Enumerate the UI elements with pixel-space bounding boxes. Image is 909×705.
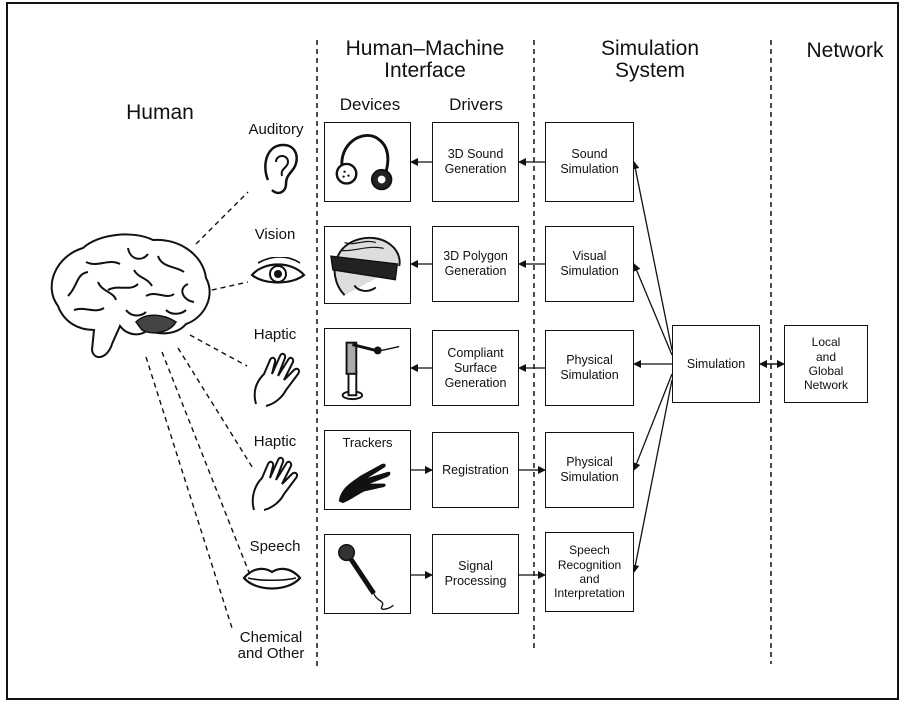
hand-icon-haptic-1	[248, 350, 308, 410]
sim-physical-2: Physical Simulation	[545, 432, 634, 508]
hub-to-soundsim	[631, 161, 673, 351]
device-headphones	[324, 122, 411, 202]
eye-icon	[248, 257, 308, 291]
network-box: Local and Global Network	[784, 325, 868, 403]
driver-signal-processing: Signal Processing	[432, 534, 519, 614]
subheader-devices: Devices	[339, 95, 401, 114]
sim-speech: Speech Recognition and Interpretation	[545, 532, 634, 612]
mouth-icon	[240, 562, 304, 596]
sim-physical-1: Physical Simulation	[545, 330, 634, 406]
simulation-hub: Simulation	[672, 325, 760, 403]
column-simulation-system: Simulation System	[600, 37, 700, 83]
sim-sound: Sound Simulation	[545, 122, 634, 202]
sim-visual: Visual Simulation	[545, 226, 634, 302]
brain-to-haptic2	[177, 347, 255, 471]
sense-haptic-2: Haptic	[253, 433, 297, 450]
ear-icon	[258, 140, 302, 198]
sense-chemical: Chemical and Other	[237, 629, 305, 662]
brain-to-chemical	[145, 356, 233, 629]
sense-vision: Vision	[254, 226, 296, 243]
driver-3d-polygon: 3D Polygon Generation	[432, 226, 519, 302]
hub-to-visualsim	[633, 263, 673, 356]
sense-speech: Speech	[249, 538, 301, 555]
device-hmd	[324, 226, 411, 304]
brain-to-haptic1	[189, 334, 248, 367]
subheader-drivers: Drivers	[449, 95, 503, 114]
trackers-label: Trackers	[342, 435, 393, 450]
brain-to-vision	[202, 281, 249, 293]
column-hmi: Human–Machine Interface	[345, 37, 505, 83]
column-network: Network	[806, 39, 884, 62]
column-human: Human	[126, 101, 194, 124]
hub-to-speechsim	[631, 379, 673, 573]
driver-compliant-surface: Compliant Surface Generation	[432, 330, 519, 406]
driver-registration: Registration	[432, 432, 519, 508]
driver-3d-sound: 3D Sound Generation	[432, 122, 519, 202]
hub-to-physsim2	[632, 373, 673, 471]
brain-to-auditory	[195, 191, 249, 245]
device-microphone	[324, 534, 411, 614]
hand-icon-haptic-2	[246, 452, 306, 514]
sense-auditory: Auditory	[248, 121, 304, 138]
diagram-frame	[6, 2, 899, 700]
device-trackers: Trackers	[324, 430, 411, 510]
brain-to-speech	[161, 351, 251, 576]
device-force-arm	[324, 328, 411, 406]
sense-haptic-1: Haptic	[253, 326, 297, 343]
brain-icon	[38, 226, 218, 366]
